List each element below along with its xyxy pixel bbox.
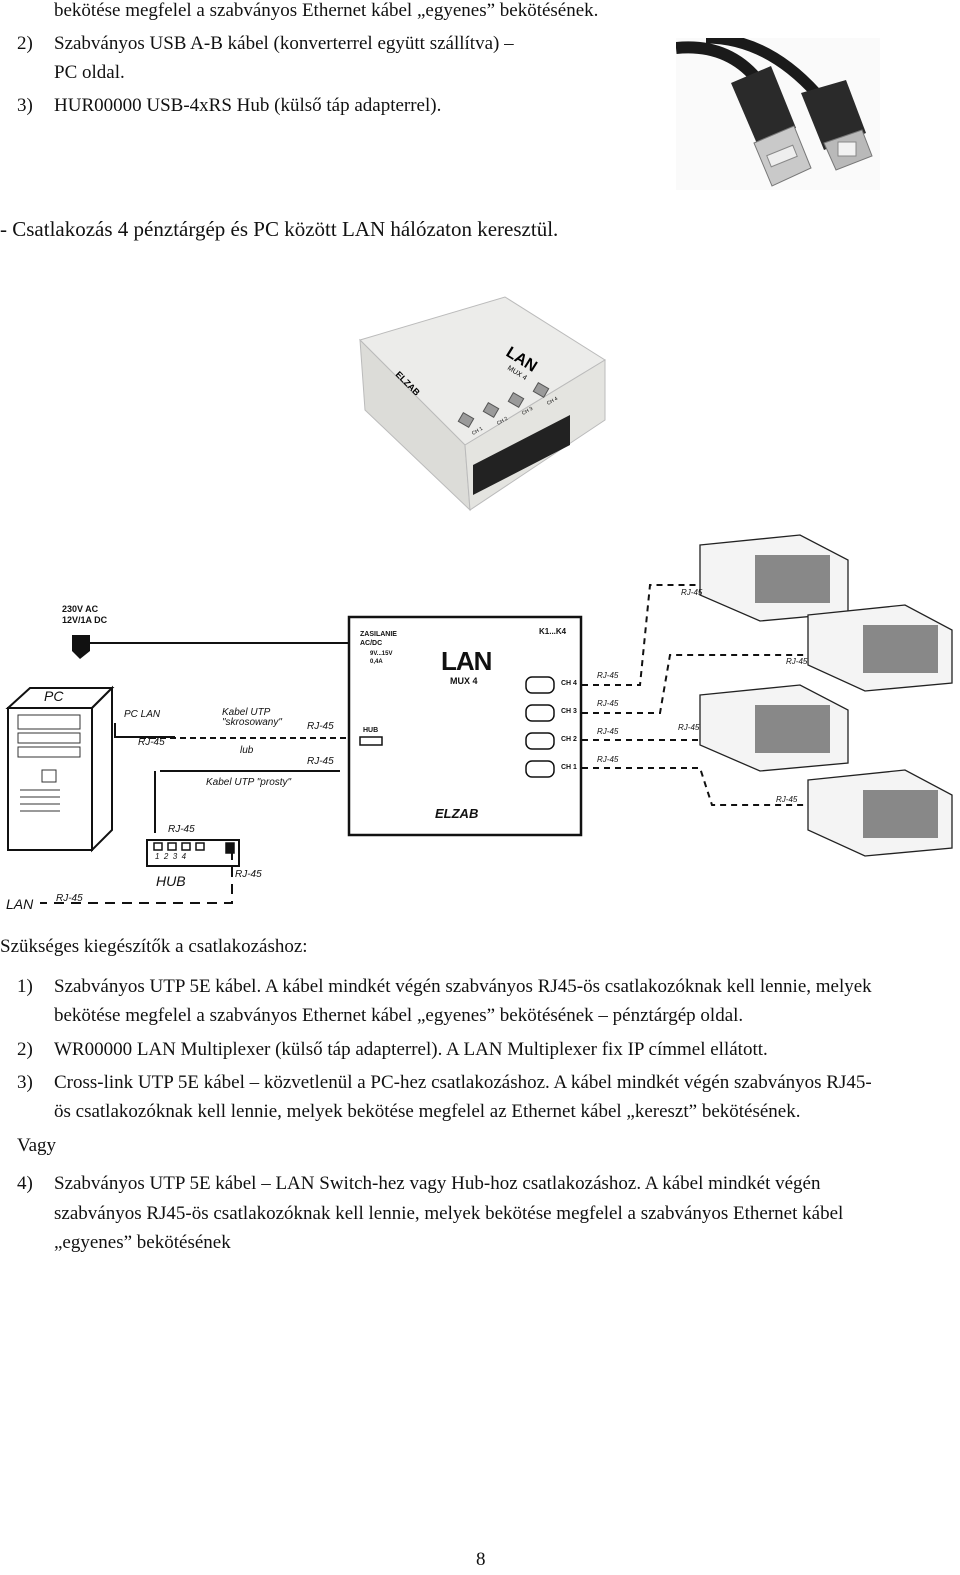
mux-subtitle: MUX 4 <box>450 676 478 686</box>
photo-ch3: CH 3 <box>521 406 534 417</box>
lan-mux-photo: LAN MUX 4 ELZAB CH 1 CH 2 CH 3 CH 4 <box>359 296 606 512</box>
item-number: 2) <box>17 1039 33 1060</box>
item-number: 4) <box>17 1173 33 1194</box>
rj45-label: RJ-45 <box>56 893 83 904</box>
rj45-label: RJ-45 <box>235 869 262 880</box>
ch1-label: CH 1 <box>561 764 577 771</box>
or-label: lub <box>240 745 254 756</box>
page-number: 8 <box>476 1549 486 1570</box>
rj45-label: RJ-45 <box>678 723 700 732</box>
rj45-label: RJ-45 <box>138 737 165 748</box>
rj45-label: RJ-45 <box>168 824 195 835</box>
zasilanie-label: ZASILANIE AC/DC <box>360 631 397 647</box>
photo-ch2: CH 2 <box>496 416 509 427</box>
item-3-line1: HUR00000 USB-4xRS Hub (külső táp adapter… <box>54 95 442 116</box>
usb-cable-image <box>676 38 880 190</box>
power-label: 230V AC 12V/1A DC <box>62 604 108 625</box>
ch3-label: CH 3 <box>561 708 577 715</box>
photo-ch4: CH 4 <box>546 396 559 407</box>
rj45-label: RJ-45 <box>776 795 798 804</box>
hub-ports-label: 1 2 3 4 <box>155 852 187 861</box>
hub-label: HUB <box>156 873 186 889</box>
rj45-label: RJ-45 <box>307 721 334 732</box>
item-number: 2) <box>17 33 33 54</box>
k1k4-label: K1...K4 <box>539 627 567 636</box>
req-3-line2: ös csatlakozóknak kell lennie, melyek be… <box>54 1101 801 1122</box>
item-number: 3) <box>17 1072 33 1093</box>
rj45-label: RJ-45 <box>597 755 619 764</box>
item-number: 3) <box>17 95 33 116</box>
connection-diagram <box>5 534 953 904</box>
mux-title: LAN <box>441 646 492 676</box>
item-2-line1: Szabványos USB A-B kábel (konverterrel e… <box>54 33 514 54</box>
item-number: 1) <box>17 976 33 997</box>
ch2-label: CH 2 <box>561 736 577 743</box>
pc-lan-label: PC LAN <box>124 709 161 720</box>
voltage-label: 9V...15V 0,4A <box>370 651 393 665</box>
req-4-line1: Szabványos UTP 5E kábel – LAN Switch-hez… <box>54 1173 821 1194</box>
req-4-line3: „egyenes” bekötésének <box>54 1232 231 1253</box>
continued-line: bekötése megfelel a szabványos Ethernet … <box>54 0 599 21</box>
rj45-label: RJ-45 <box>307 756 334 767</box>
pc-label: PC <box>44 688 64 704</box>
req-3-line1: Cross-link UTP 5E kábel – közvetlenül a … <box>54 1072 872 1093</box>
cable-crossed-label: Kabel UTP "skrosowany" <box>222 707 282 728</box>
ch4-label: CH 4 <box>561 680 577 687</box>
cable-straight-label: Kabel UTP "prosty" <box>206 777 292 788</box>
section-heading: - Csatlakozás 4 pénztárgép és PC között … <box>0 217 559 241</box>
item-2-line2: PC oldal. <box>54 62 125 83</box>
rj45-label: RJ-45 <box>597 727 619 736</box>
or-separator: Vagy <box>17 1135 57 1156</box>
rj45-label: RJ-45 <box>597 699 619 708</box>
requirements-heading: Szükséges kiegészítők a csatlakozáshoz: <box>0 936 308 957</box>
rj45-label: RJ-45 <box>786 657 808 666</box>
rj45-label: RJ-45 <box>597 671 619 680</box>
photo-ch1: CH 1 <box>471 426 484 437</box>
lan-label: LAN <box>6 896 34 912</box>
req-4-line2: szabványos RJ45-ös csatlakozóknak kell l… <box>54 1203 844 1224</box>
req-2-line1: WR00000 LAN Multiplexer (külső táp adapt… <box>54 1039 768 1060</box>
mux-hub-label: HUB <box>363 727 379 734</box>
req-1-line1: Szabványos UTP 5E kábel. A kábel mindkét… <box>54 976 872 997</box>
req-1-line2: bekötése megfelel a szabványos Ethernet … <box>54 1005 744 1026</box>
rj45-label: RJ-45 <box>681 588 703 597</box>
elzab-logo: ELZAB <box>435 806 479 821</box>
